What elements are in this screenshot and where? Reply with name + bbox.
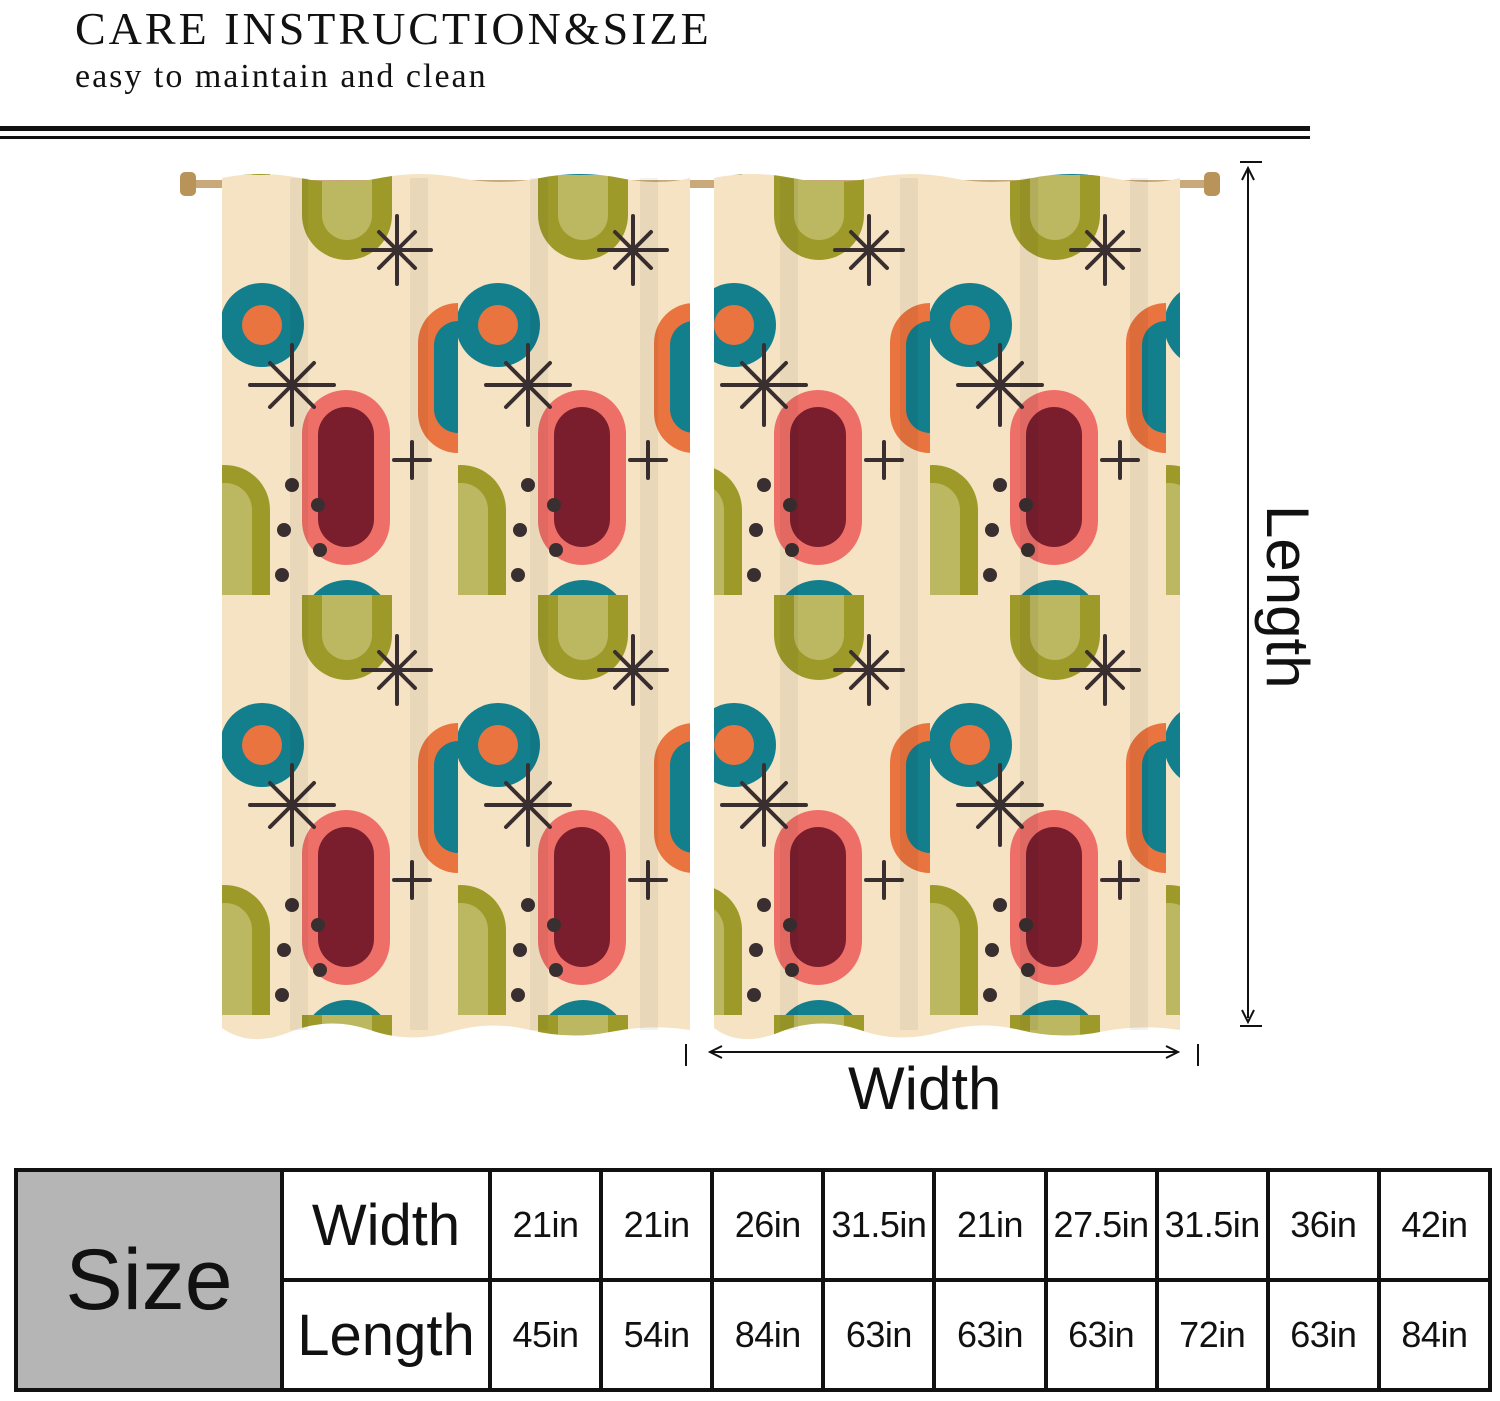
width-dimension-line xyxy=(685,1044,1199,1066)
width-value: 31.5in xyxy=(821,1168,937,1282)
width-value: 21in xyxy=(599,1168,715,1282)
header-divider-thin xyxy=(0,136,1310,139)
width-value: 21in xyxy=(932,1168,1048,1282)
size-table: Size Width 21in 21in 26in 31.5in 21in 27… xyxy=(14,1168,1493,1392)
length-value: 63in xyxy=(932,1278,1048,1392)
width-value: 27.5in xyxy=(1043,1168,1159,1282)
curtain-illustration xyxy=(180,161,1262,1066)
page-title: CARE INSTRUCTION&SIZE xyxy=(75,3,712,54)
page-subtitle: easy to maintain and clean xyxy=(75,58,488,95)
width-label: Width xyxy=(848,1055,1002,1122)
length-row-label: Length xyxy=(280,1278,492,1392)
left-curtain-panel xyxy=(222,174,690,1040)
length-label: Length xyxy=(1254,505,1321,689)
width-value: 26in xyxy=(710,1168,826,1282)
length-value: 63in xyxy=(1043,1278,1159,1392)
right-curtain-panel xyxy=(714,174,1180,1040)
length-value: 63in xyxy=(1265,1278,1381,1392)
length-value: 84in xyxy=(710,1278,826,1392)
size-header: Size xyxy=(14,1168,284,1392)
width-value: 21in xyxy=(487,1168,604,1282)
length-value: 63in xyxy=(821,1278,937,1392)
length-value: 54in xyxy=(599,1278,715,1392)
width-row-label: Width xyxy=(280,1168,492,1282)
width-value: 42in xyxy=(1376,1168,1493,1282)
width-value: 36in xyxy=(1265,1168,1381,1282)
length-dimension-line xyxy=(1240,161,1262,1027)
header-divider xyxy=(0,126,1310,131)
width-value: 31.5in xyxy=(1154,1168,1270,1282)
length-value: 45in xyxy=(487,1278,604,1392)
length-value: 84in xyxy=(1376,1278,1493,1392)
length-value: 72in xyxy=(1154,1278,1270,1392)
